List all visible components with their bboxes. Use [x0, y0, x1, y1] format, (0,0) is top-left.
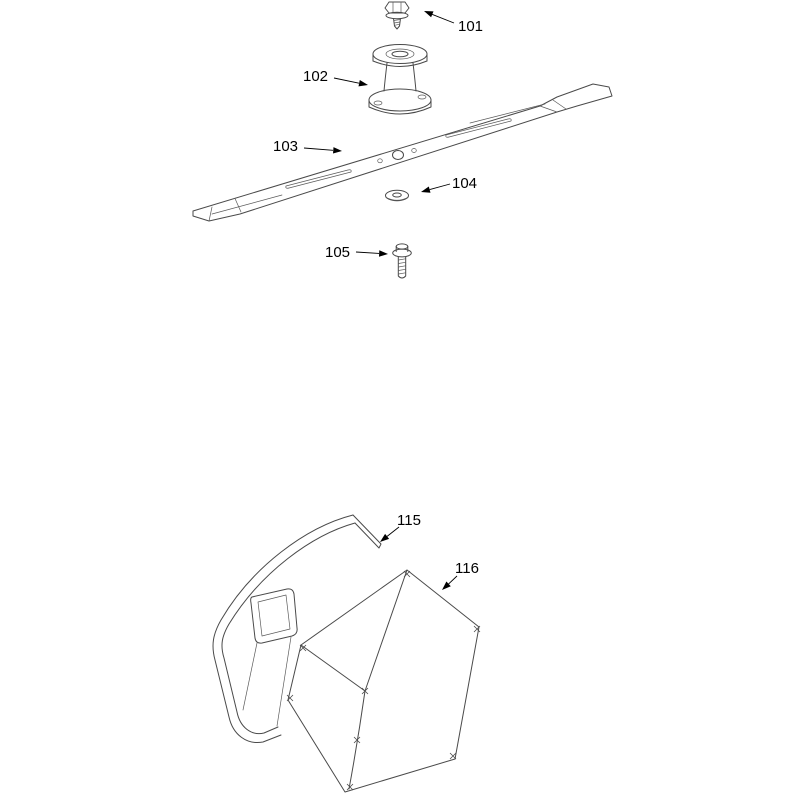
blade-right-bevel-line	[469, 103, 546, 124]
frame-tube-inner	[221, 522, 356, 735]
callout-101: 101	[424, 11, 483, 35]
bolt-101-hex-head	[384, 1, 410, 14]
blade-right-wing-crease	[539, 99, 567, 113]
bag-fold-left	[300, 644, 366, 692]
blade-outline	[192, 83, 613, 222]
callout-102: 102	[303, 68, 368, 87]
adapter-mid-ring	[385, 48, 415, 60]
adapter-rim-bottom	[372, 60, 428, 67]
arrowhead-115	[380, 533, 390, 542]
blade-left-wing-crease	[208, 198, 242, 222]
frame-handle-outer	[250, 588, 298, 644]
part-label-101: 101	[458, 18, 483, 35]
washer-hole	[392, 192, 402, 198]
arrowhead-116	[442, 581, 451, 590]
part-102-blade-adapter	[368, 44, 432, 115]
bag-stitch-marks	[286, 570, 481, 791]
bolt-105-head-top	[395, 243, 409, 250]
part-label-105: 105	[325, 244, 350, 261]
blade-right-slot	[445, 118, 512, 138]
bolt-105-flange	[392, 248, 412, 258]
leader-line-105	[355, 251, 380, 254]
part-105-bolt	[392, 243, 412, 279]
frame-tube-outer	[212, 514, 354, 744]
part-label-102: 102	[303, 68, 328, 85]
leader-line-115	[386, 526, 400, 537]
part-label-115: 115	[397, 512, 421, 529]
adapter-top-rim	[372, 44, 428, 64]
blade-small-hole-left	[377, 158, 383, 164]
blade-left-slot	[285, 169, 352, 189]
washer-outer	[385, 189, 409, 202]
bolt-105-threads	[398, 258, 406, 275]
washer-thickness	[385, 196, 409, 201]
bolt-101-flange	[385, 11, 409, 20]
callout-115: 115	[380, 512, 421, 542]
bag-fold-top	[364, 569, 408, 692]
leader-line-116	[448, 575, 458, 585]
arrowhead-105	[379, 250, 388, 257]
leader-line-103	[303, 147, 334, 151]
leader-line-102	[333, 77, 360, 84]
part-115-bag-frame	[212, 514, 382, 744]
arrowhead-104	[421, 186, 431, 193]
leader-line-104	[429, 183, 451, 191]
callout-116: 116	[442, 560, 479, 590]
arrowhead-103	[333, 147, 342, 154]
bolt-101-threads	[393, 19, 401, 26]
arrowhead-102	[358, 80, 368, 87]
bolt-101-head-facets	[392, 1, 402, 14]
adapter-rim-sides	[372, 53, 428, 62]
leader-line-101	[431, 13, 455, 24]
part-label-116: 116	[455, 560, 479, 577]
blade-small-hole-right	[411, 148, 417, 153]
callout-103: 103	[273, 138, 342, 155]
frame-right-stub	[352, 514, 382, 549]
bolt-105-head-sides	[395, 246, 409, 252]
adapter-flange-top	[368, 88, 432, 112]
part-116-bag	[286, 569, 481, 793]
part-101-bolt	[384, 1, 410, 30]
part-104-washer	[385, 189, 409, 202]
part-label-103: 103	[273, 138, 298, 155]
adapter-flange-thickness	[368, 99, 432, 115]
part-103-blade	[192, 83, 613, 222]
part-label-104: 104	[452, 175, 477, 192]
frame-support-lines	[242, 636, 292, 727]
adapter-hub-sides	[383, 62, 417, 92]
callout-105: 105	[325, 244, 388, 261]
frame-handle-inner	[257, 594, 291, 637]
adapter-flange-hole-left	[373, 100, 383, 106]
arrowhead-101	[424, 11, 434, 18]
blade-center-hole	[392, 150, 404, 160]
adapter-flange-hole-right	[417, 94, 427, 100]
blade-left-bevel-line	[211, 194, 283, 215]
adapter-center-hole	[391, 50, 409, 58]
callout-104: 104	[421, 175, 477, 193]
